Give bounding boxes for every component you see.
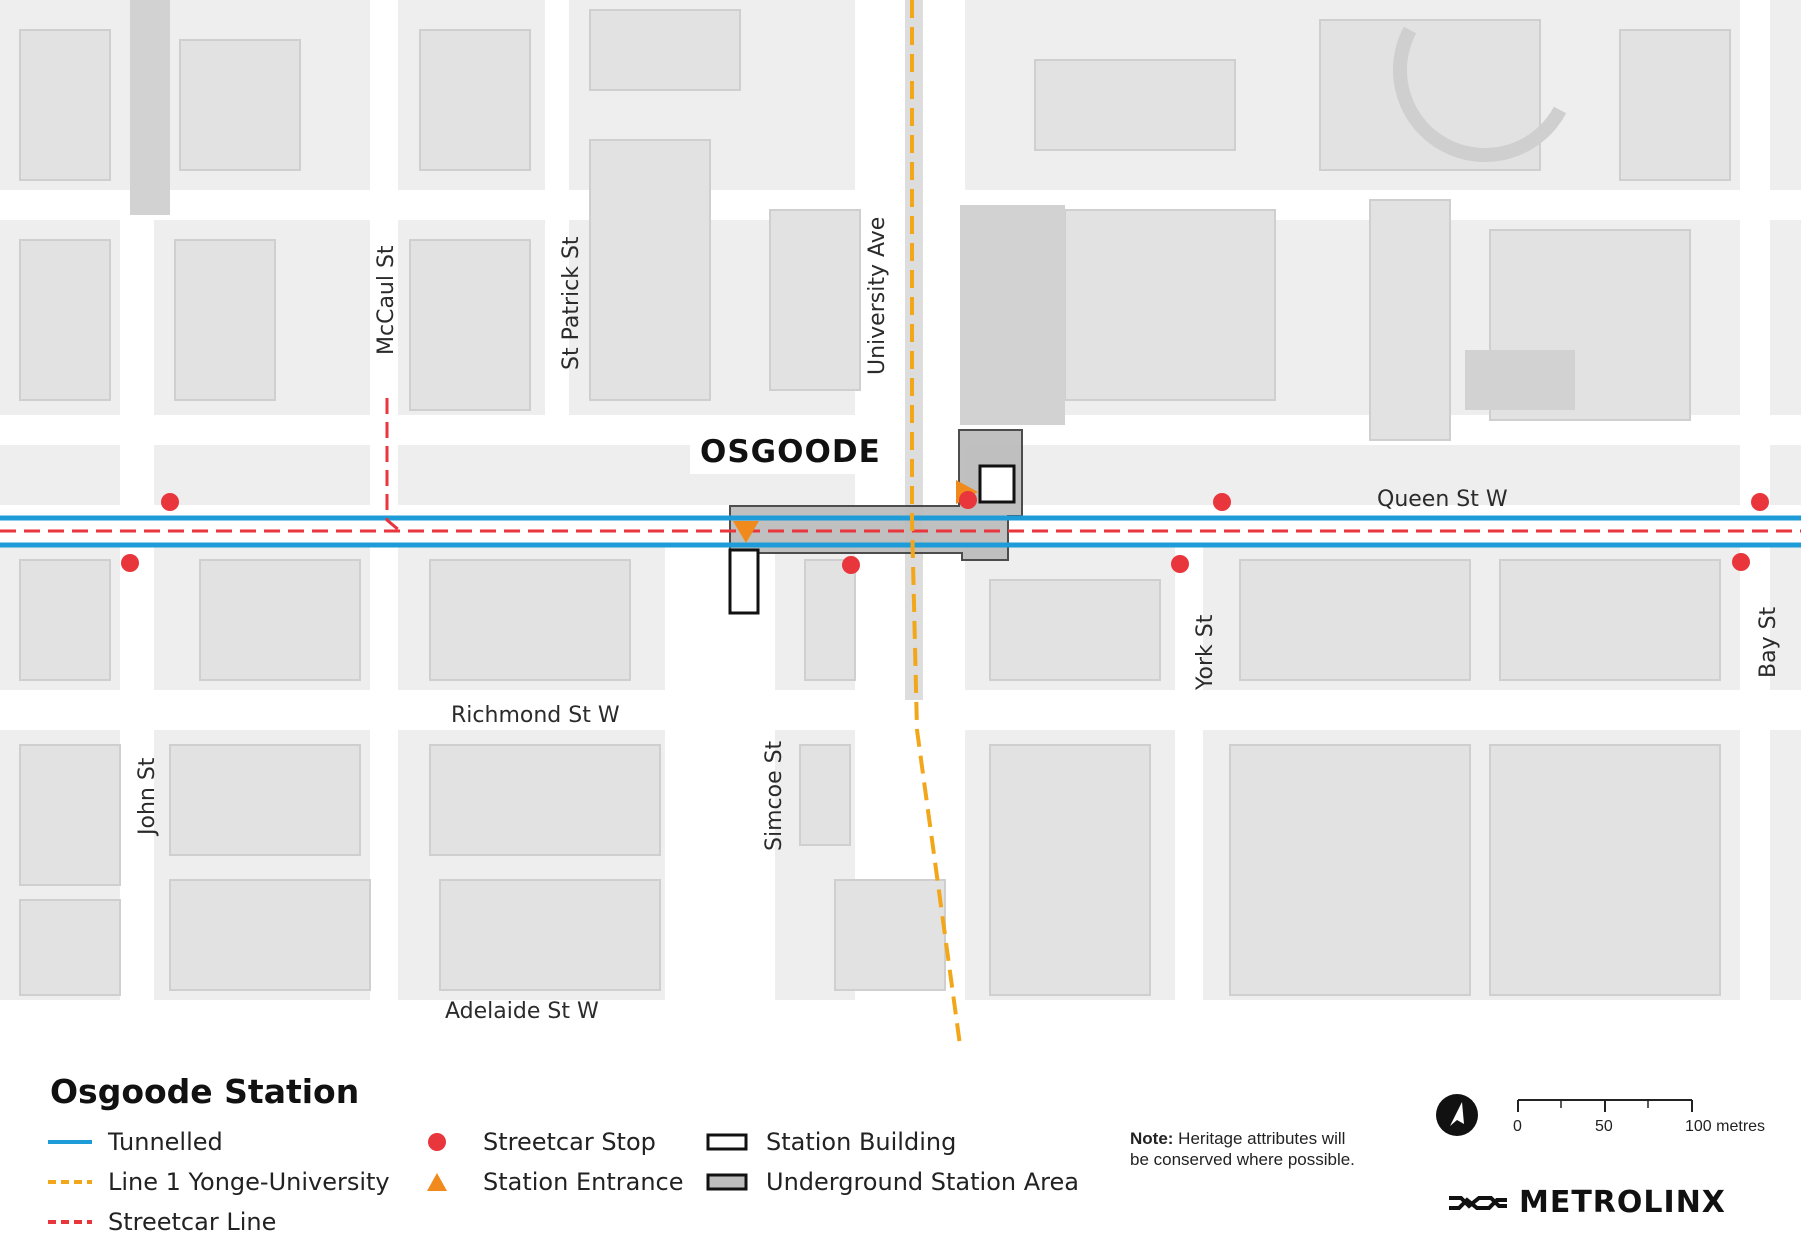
street-label-simcoe: Simcoe St	[762, 740, 787, 851]
streetcar-stop[interactable]	[959, 491, 977, 509]
scale-label-max: 100 metres	[1685, 1118, 1766, 1135]
metrolinx-logo-icon	[1449, 1195, 1507, 1210]
scale-label-mid: 50	[1595, 1118, 1613, 1135]
legend-item-station-entrance: Station Entrance	[423, 1165, 683, 1199]
street-label-st-patrick: St Patrick St	[559, 236, 584, 370]
legend-panel: Osgoode Station Tunnelled Line 1 Yonge-U…	[0, 1052, 1801, 1255]
transit-overlay	[0, 0, 1801, 1046]
street-label-richmond: Richmond St W	[451, 703, 620, 728]
legend-item-line1: Line 1 Yonge-University	[48, 1168, 390, 1196]
street-label-adelaide: Adelaide St W	[445, 999, 599, 1024]
heritage-note: Note: Heritage attributes will be conser…	[1130, 1128, 1360, 1170]
legend-item-tunnelled: Tunnelled	[48, 1128, 223, 1156]
street-label-york: York St	[1193, 614, 1218, 690]
streetcar-stop[interactable]	[842, 556, 860, 574]
streetcar-stop[interactable]	[121, 554, 139, 572]
north-arrow-icon	[1436, 1094, 1478, 1136]
street-label-university: University Ave	[865, 216, 890, 375]
note-label: Note:	[1130, 1129, 1174, 1148]
street-label-queen: Queen St W	[1377, 487, 1508, 512]
legend-title: Osgoode Station	[50, 1072, 360, 1111]
legend-item-streetcar-line: Streetcar Line	[48, 1208, 277, 1236]
scale-bar	[1517, 1099, 1693, 1112]
legend-item-station-building: Station Building	[706, 1125, 956, 1159]
streetcar-stop[interactable]	[161, 493, 179, 511]
brand-name: METROLINX	[1519, 1185, 1726, 1220]
legend-item-streetcar-stop: Streetcar Stop	[423, 1125, 656, 1159]
station-building-north	[978, 464, 1016, 504]
streetcar-stop[interactable]	[1171, 555, 1189, 573]
street-label-mccaul: McCaul St	[374, 245, 399, 355]
map-area[interactable]: OSGOODE Queen St W Richmond St W Adelaid…	[0, 0, 1801, 1052]
station-name-label: OSGOODE	[690, 430, 891, 474]
streetcar-stop[interactable]	[1732, 553, 1750, 571]
station-building-south	[728, 548, 760, 615]
street-label-bay: Bay St	[1756, 606, 1781, 678]
note-text: Heritage attributes will be conserved wh…	[1130, 1129, 1355, 1169]
scale-label-zero: 0	[1513, 1118, 1522, 1135]
metrolinx-logo: METROLINX	[1447, 1185, 1726, 1220]
streetcar-stop[interactable]	[1213, 493, 1231, 511]
line1-yonge-university	[910, 0, 962, 1046]
streetcar-line-mccaul	[385, 398, 401, 533]
streetcar-stop[interactable]	[1751, 493, 1769, 511]
street-label-john: John St	[135, 757, 160, 835]
station-entrance-west[interactable]	[733, 521, 759, 543]
legend-item-underground-area: Underground Station Area	[706, 1165, 1079, 1199]
underground-station-area	[729, 429, 1023, 561]
